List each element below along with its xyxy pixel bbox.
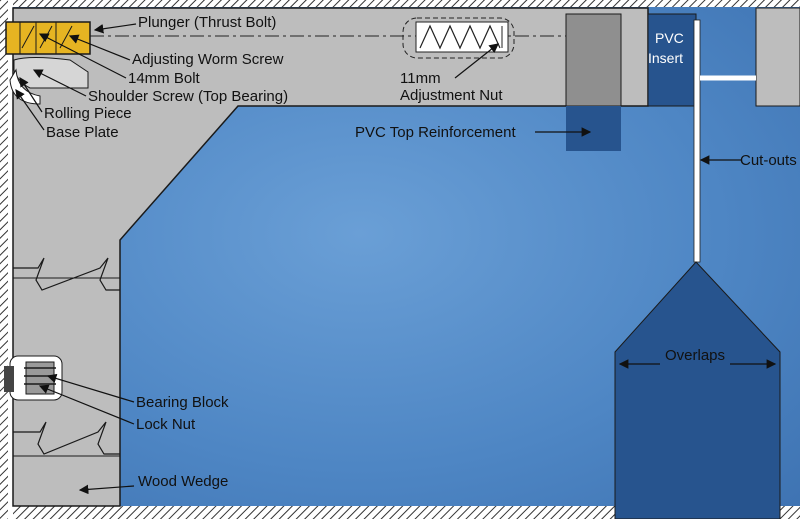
label-14mm-bolt: 14mm Bolt xyxy=(128,70,200,87)
pvc-insert xyxy=(647,13,697,107)
label-overlaps: Overlaps xyxy=(665,347,726,364)
label-pvc-insert-line1: PVC xyxy=(655,30,684,46)
break-zigzag-1 xyxy=(13,257,120,291)
label-wood-wedge: Wood Wedge xyxy=(138,473,229,490)
label-worm-screw: Adjusting Worm Screw xyxy=(132,51,284,68)
steel-top-right xyxy=(755,7,800,107)
label-adjustment-nut: Adjustment Nut xyxy=(400,87,503,104)
ground-hatch-bottom xyxy=(0,506,800,519)
label-plunger: Plunger (Thrust Bolt) xyxy=(138,14,277,31)
label-rolling-piece: Rolling Piece xyxy=(44,105,132,122)
ground-hatch-left xyxy=(0,0,8,519)
label-bearing-block: Bearing Block xyxy=(136,394,229,411)
bearing-housing-dark xyxy=(4,366,14,392)
label-cut-outs: Cut-outs xyxy=(740,152,797,169)
top-bearing-block xyxy=(565,13,622,107)
leader-lines xyxy=(15,23,777,495)
label-shoulder-screw: Shoulder Screw (Top Bearing) xyxy=(88,88,289,105)
label-pvc-top-reinforcement: PVC Top Reinforcement xyxy=(355,124,516,141)
lock-nut-shape xyxy=(25,361,55,395)
ground-hatch-top xyxy=(0,0,800,7)
adjustment-nut-box xyxy=(402,17,515,59)
label-adjustment-nut-size: 11mm xyxy=(400,70,441,87)
label-base-plate: Base Plate xyxy=(46,124,119,141)
label-pvc-insert-line2: Insert xyxy=(648,50,684,66)
pvc-overlap-panel xyxy=(614,261,781,519)
pvc-top-reinforcement xyxy=(566,106,621,151)
label-lock-nut: Lock Nut xyxy=(136,416,196,433)
break-zigzag-2 xyxy=(13,421,120,455)
cut-out-slot xyxy=(693,19,701,263)
spring-coil xyxy=(419,24,501,50)
white-strip-left xyxy=(8,0,13,519)
